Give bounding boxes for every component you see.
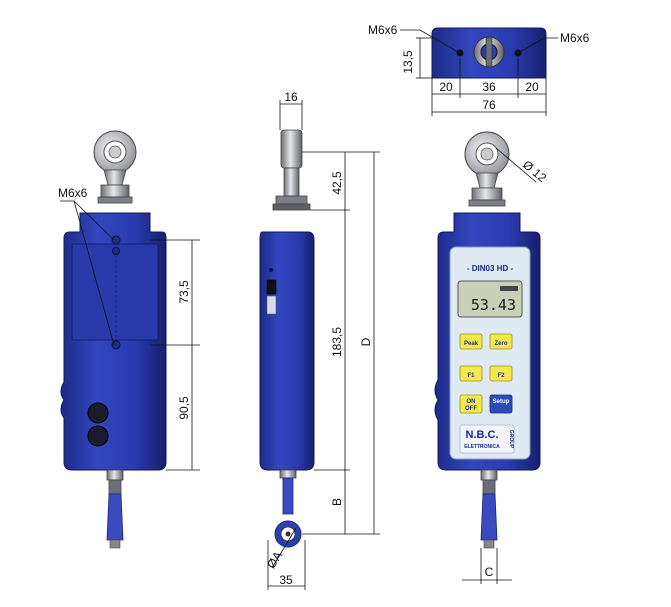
f2-button[interactable] [489, 365, 513, 382]
display-lcd-value: 53.43 [471, 296, 516, 314]
front-dim-hole-spacing: 73,5 [177, 280, 191, 304]
front-hole-top [111, 235, 121, 245]
front-thread-label: M6x6 [58, 186, 88, 200]
front-dim-lower: 90,5 [177, 396, 191, 420]
side-eye-bolt [280, 129, 303, 169]
brand-group: GROUP [508, 430, 514, 449]
zero-button[interactable] [489, 333, 513, 350]
f2-button-label: F2 [497, 373, 505, 379]
peak-button-label: Peak [464, 341, 479, 347]
brand-sub: ELETTRONICA [464, 444, 500, 450]
display-dim-bottom: C [485, 565, 494, 579]
top-hole-right [514, 49, 522, 57]
off-label: OFF [465, 406, 477, 412]
top-hole-left [456, 49, 464, 57]
top-thread-left: M6x6 [368, 23, 398, 37]
side-view: 16 42,5 183,5 B D ØA 35 [259, 90, 380, 590]
top-dim-left: 20 [439, 80, 453, 94]
top-thread-right: M6x6 [560, 31, 590, 45]
f1-button-label: F1 [467, 373, 475, 379]
side-dim-body: 183,5 [330, 327, 344, 357]
display-view: Ø 12 - DIN03 HD - 53.43 Peak Zero F1 F2 … [434, 131, 549, 584]
side-dim-eyebolt: 42,5 [330, 171, 344, 195]
front-knob-2 [87, 425, 109, 447]
f1-button[interactable] [459, 365, 483, 382]
setup-button[interactable] [489, 394, 513, 414]
front-view: M6x6 73,5 90,5 [58, 130, 200, 549]
top-view: M6x6 M6x6 13,5 20 36 20 76 [368, 23, 590, 116]
top-dim-total: 76 [482, 98, 496, 112]
top-dim-right: 20 [525, 80, 539, 94]
front-knob-1 [87, 402, 109, 424]
top-dim-height: 13,5 [401, 50, 415, 74]
side-dim-bottom-width: 35 [279, 573, 293, 587]
display-model-label: - DIN03 HD - [467, 264, 514, 273]
side-body [259, 231, 315, 471]
on-label: ON [467, 399, 476, 405]
setup-button-label: Setup [493, 399, 510, 405]
brand-logo [459, 424, 515, 454]
side-dim-bottom: B [330, 498, 344, 506]
brand-name: N.B.C. [466, 429, 499, 441]
peak-button[interactable] [459, 333, 483, 350]
side-dim-width-top: 16 [284, 90, 298, 104]
front-hole-bottom [111, 340, 121, 350]
side-dim-total: D [359, 337, 373, 346]
zero-button-label: Zero [494, 341, 507, 347]
on-off-button[interactable] [459, 394, 483, 414]
top-dim-center: 36 [482, 80, 496, 94]
